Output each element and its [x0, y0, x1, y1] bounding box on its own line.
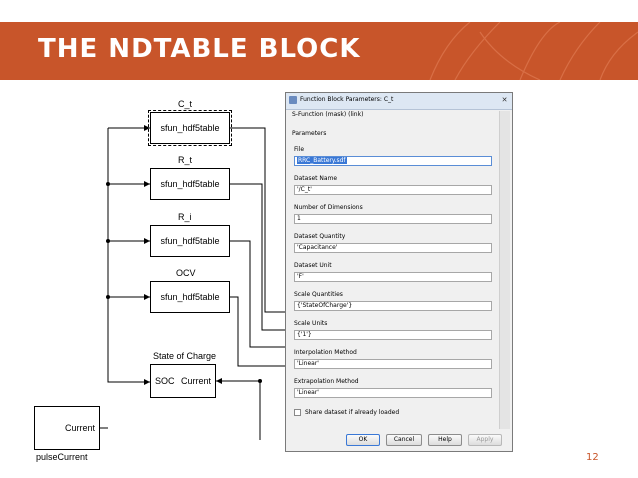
soc-block-label: State of Charge — [153, 351, 217, 361]
block-text: sfun_hdf5table — [160, 236, 220, 246]
block-text: sfun_hdf5table — [160, 179, 220, 189]
scale-quantities-input[interactable]: {'StateOfCharge'} — [294, 301, 492, 311]
dialog-scrollbar[interactable] — [499, 111, 510, 429]
scale-units-input[interactable]: {'1'} — [294, 330, 492, 340]
dataset-unit-input[interactable]: 'F' — [294, 272, 492, 282]
file-value: RRC_Battery.sdf — [297, 157, 347, 164]
number-of-dimensions-label: Number of Dimensions — [294, 204, 363, 211]
title-banner: THE NDTABLE BLOCK — [0, 22, 638, 80]
soc-input-port: SOC — [155, 376, 175, 386]
ndtable-block-r-t[interactable]: sfun_hdf5table — [150, 168, 230, 200]
scale-units-label: Scale Units — [294, 320, 328, 327]
extrapolation-method-input[interactable]: 'Linear' — [294, 388, 492, 398]
dialog-subtitle: S-Function (mask) (link) — [292, 111, 364, 118]
file-label: File — [294, 146, 305, 153]
dialog-title: Function Block Parameters: C_t — [300, 96, 394, 103]
function-block-parameters-dialog: Function Block Parameters: C_t ✕ S-Funct… — [285, 92, 513, 452]
pulse-current-label: pulseCurrent — [36, 452, 88, 462]
cancel-button[interactable]: Cancel — [386, 434, 422, 446]
interpolation-method-label: Interpolation Method — [294, 349, 357, 356]
block-label-c-t: C_t — [178, 99, 193, 109]
share-dataset-checkbox[interactable] — [294, 409, 301, 416]
ndtable-block-ocv[interactable]: sfun_hdf5table — [150, 281, 230, 313]
dialog-titlebar[interactable]: Function Block Parameters: C_t ✕ — [286, 93, 512, 110]
dataset-quantity-input[interactable]: 'Capacitance' — [294, 243, 492, 253]
dataset-quantity-label: Dataset Quantity — [294, 233, 346, 240]
soc-block[interactable]: SOC Current — [150, 364, 216, 398]
dataset-unit-label: Dataset Unit — [294, 262, 332, 269]
scale-quantities-label: Scale Quantities — [294, 291, 343, 298]
block-text: sfun_hdf5table — [160, 292, 220, 302]
extrapolation-method-label: Extrapolation Method — [294, 378, 359, 385]
block-label-r-i: R_i — [178, 212, 192, 222]
close-icon[interactable]: ✕ — [501, 96, 508, 104]
ndtable-block-c-t[interactable]: sfun_hdf5table — [148, 110, 232, 146]
file-input[interactable]: RRC_Battery.sdf — [294, 156, 492, 166]
block-label-r-t: R_t — [178, 155, 193, 165]
dataset-name-label: Dataset Name — [294, 175, 338, 182]
share-dataset-label: Share dataset if already loaded — [305, 409, 400, 416]
page-number: 12 — [586, 452, 599, 463]
number-of-dimensions-input[interactable]: 1 — [294, 214, 492, 224]
block-text: sfun_hdf5table — [160, 123, 220, 133]
pulse-current-block[interactable]: Current — [34, 406, 100, 450]
ok-button[interactable]: OK — [346, 434, 380, 446]
help-button[interactable]: Help — [428, 434, 462, 446]
ndtable-block-r-i[interactable]: sfun_hdf5table — [150, 225, 230, 257]
apply-button[interactable]: Apply — [468, 434, 502, 446]
soc-output-port: Current — [180, 376, 211, 386]
pulse-output-port: Current — [64, 423, 95, 433]
dataset-name-input[interactable]: '/C_t' — [294, 185, 492, 195]
slide-title: THE NDTABLE BLOCK — [38, 34, 361, 64]
block-label-ocv: OCV — [176, 268, 196, 278]
interpolation-method-input[interactable]: 'Linear' — [294, 359, 492, 369]
matlab-icon — [289, 96, 297, 104]
banner-decoration — [429, 22, 638, 80]
parameters-heading: Parameters — [292, 130, 327, 137]
